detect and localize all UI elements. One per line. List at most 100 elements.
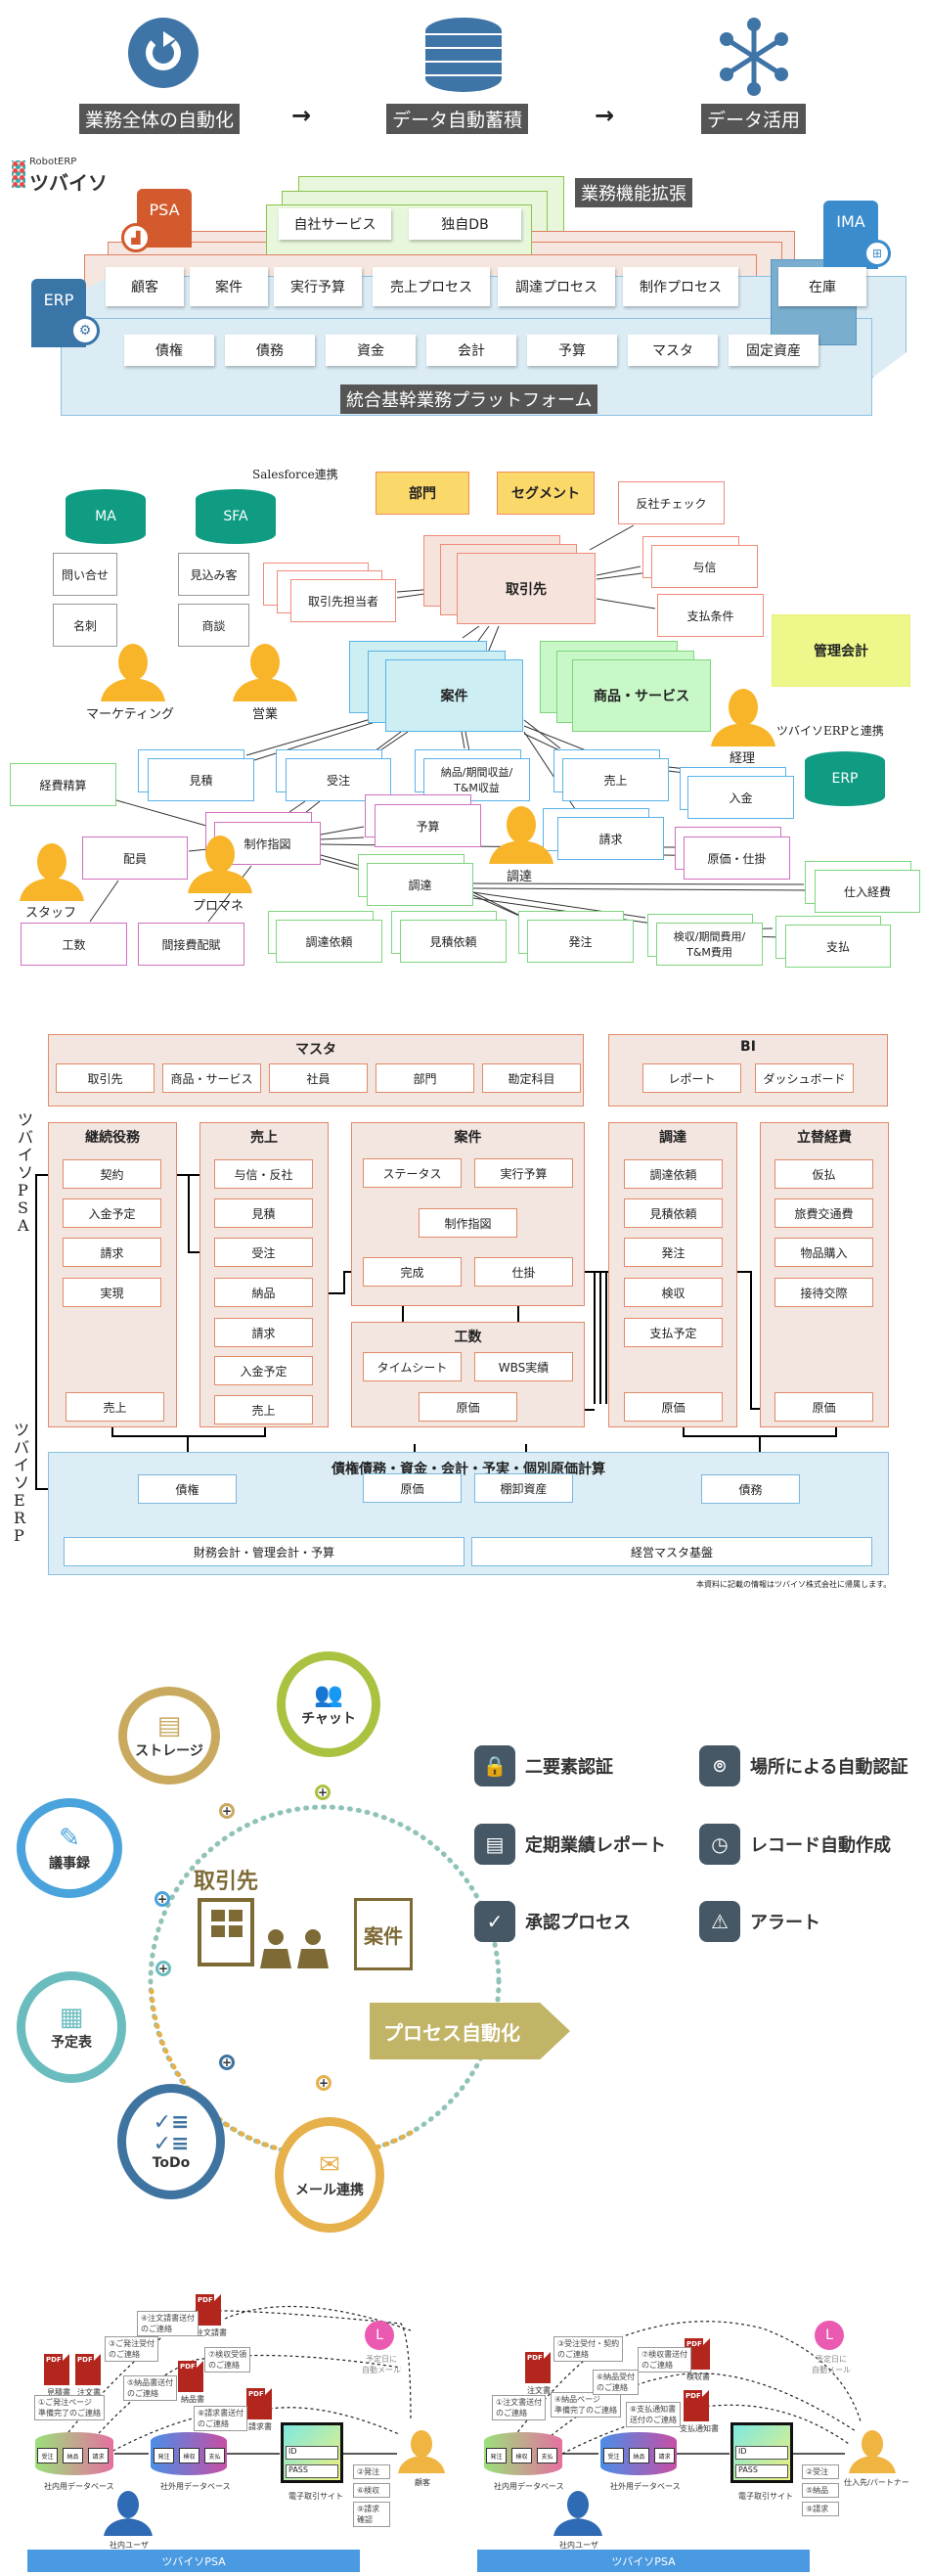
plus-icon[interactable]: + xyxy=(219,2055,235,2070)
procurement-inspection[interactable]: 検収 xyxy=(624,1278,723,1307)
erp-item-budget[interactable]: 予算 xyxy=(527,335,617,366)
erp-item-fixed-assets[interactable]: 固定資産 xyxy=(729,335,818,366)
dimension-department[interactable]: 部門 xyxy=(376,472,469,515)
hours-wbs[interactable]: WBS実績 xyxy=(474,1352,573,1381)
production-staffing[interactable]: 配員 xyxy=(82,836,188,880)
internal-db-payment[interactable]: 支払 xyxy=(537,2448,557,2463)
procurement-cost[interactable]: 原価 xyxy=(624,1392,723,1422)
internal-db-order[interactable]: 受注 xyxy=(37,2448,58,2463)
sales-delivery[interactable]: 納品 xyxy=(214,1278,313,1307)
hours-cost[interactable]: 原価 xyxy=(419,1392,517,1422)
master-item-accounts[interactable]: 勘定科目 xyxy=(482,1063,581,1093)
psa-item-production-process[interactable]: 制作プロセス xyxy=(623,267,738,306)
master-item-employees[interactable]: 社員 xyxy=(269,1063,368,1093)
master-item-department[interactable]: 部門 xyxy=(376,1063,474,1093)
overhead-allocation[interactable]: 間接費配賦 xyxy=(138,923,244,966)
plus-icon[interactable]: + xyxy=(155,1891,170,1907)
procurement-entity[interactable]: 調達 xyxy=(367,863,473,906)
client-credit[interactable]: 与信 xyxy=(651,545,758,588)
external-db-payment[interactable]: 支払 xyxy=(204,2448,225,2463)
sales-order[interactable]: 受注 xyxy=(214,1238,313,1267)
erp-item-funds[interactable]: 資金 xyxy=(326,335,416,366)
sales-invoice[interactable]: 請求 xyxy=(214,1318,313,1347)
sales-payment-schedule[interactable]: 入金予定 xyxy=(214,1356,313,1385)
ma-item-business-card[interactable]: 名刺 xyxy=(53,604,117,647)
project-wip[interactable]: 仕掛 xyxy=(474,1257,573,1287)
ima-item-inventory[interactable]: 在庫 xyxy=(778,267,866,306)
plus-icon[interactable]: + xyxy=(219,1803,235,1819)
erp-cost[interactable]: 原価 xyxy=(363,1473,462,1503)
sales-order[interactable]: 受注 xyxy=(286,758,391,801)
erp-item-accounting[interactable]: 会計 xyxy=(426,335,516,366)
external-db-inspection[interactable]: 検収 xyxy=(179,2448,199,2463)
psa-item-sales-process[interactable]: 売上プロセス xyxy=(373,267,490,306)
erp-item-payables[interactable]: 債務 xyxy=(225,335,315,366)
site-id-field[interactable]: ID xyxy=(286,2446,338,2460)
products-entity[interactable]: 商品・サービス xyxy=(572,659,711,732)
erp-financial-accounting[interactable]: 財務会計・管理会計・予算 xyxy=(64,1537,464,1566)
hours-timesheet[interactable]: タイムシート xyxy=(363,1352,462,1381)
dimension-segment[interactable]: セグメント xyxy=(497,472,595,515)
recurring-sales[interactable]: 売上 xyxy=(66,1392,164,1422)
client-entity[interactable]: 取引先 xyxy=(457,553,596,624)
plus-icon[interactable]: + xyxy=(316,2075,332,2091)
psa-item-budget[interactable]: 実行予算 xyxy=(274,267,362,306)
client-contact[interactable]: 取引先担当者 xyxy=(290,579,396,622)
psa-item-project[interactable]: 案件 xyxy=(190,267,268,306)
sales-estimate[interactable]: 見積 xyxy=(214,1198,313,1228)
bubble-mail[interactable]: ✉ メール連携 xyxy=(275,2117,384,2233)
bi-item-report[interactable]: レポート xyxy=(642,1063,741,1093)
external-db-order[interactable]: 受注 xyxy=(603,2448,624,2463)
project-budget[interactable]: 実行予算 xyxy=(474,1158,573,1188)
procurement-payment-schedule[interactable]: 支払予定 xyxy=(624,1318,723,1347)
site-pass-field[interactable]: PASS xyxy=(735,2464,788,2478)
project-entity[interactable]: 案件 xyxy=(385,659,523,732)
sales-invoice[interactable]: 請求 xyxy=(557,817,664,860)
recurring-realization[interactable]: 実現 xyxy=(63,1278,161,1307)
bubble-chat[interactable]: 👥 チャット xyxy=(277,1651,380,1757)
sfa-item-prospect[interactable]: 見込み客 xyxy=(178,553,249,596)
external-db-invoice[interactable]: 請求 xyxy=(654,2448,675,2463)
master-item-client[interactable]: 取引先 xyxy=(56,1063,155,1093)
bubble-calendar[interactable]: ▦ 予定表 xyxy=(17,1971,126,2083)
expense-cost[interactable]: 原価 xyxy=(774,1392,873,1422)
site-id-field[interactable]: ID xyxy=(735,2446,788,2460)
erp-receivables[interactable]: 債権 xyxy=(138,1474,237,1504)
bubble-minutes[interactable]: ✎ 議事録 xyxy=(17,1798,122,1898)
expense-travel[interactable]: 旅費交通費 xyxy=(774,1198,873,1228)
procurement-purchase-order[interactable]: 発注 xyxy=(527,920,634,963)
expense-entertainment[interactable]: 接待交際 xyxy=(774,1278,873,1307)
psa-item-customer[interactable]: 顧客 xyxy=(106,267,184,306)
production-cost-wip[interactable]: 原価・仕掛 xyxy=(684,836,790,880)
project-status[interactable]: ステータス xyxy=(363,1158,462,1188)
external-db-delivery[interactable]: 納品 xyxy=(629,2448,649,2463)
procurement-quote-request[interactable]: 見積依頼 xyxy=(624,1198,723,1228)
project-direction[interactable]: 制作指図 xyxy=(419,1208,517,1238)
production-budget[interactable]: 予算 xyxy=(375,804,481,847)
internal-db-po[interactable]: 発注 xyxy=(486,2448,507,2463)
client-payment-terms[interactable]: 支払条件 xyxy=(657,594,764,637)
procurement-purchase-order[interactable]: 発注 xyxy=(624,1238,723,1267)
internal-db-delivery[interactable]: 納品 xyxy=(63,2448,83,2463)
internal-db-inspection[interactable]: 検収 xyxy=(511,2448,532,2463)
sales-credit-check[interactable]: 与信・反社 xyxy=(214,1159,313,1189)
project-complete[interactable]: 完成 xyxy=(363,1257,462,1287)
sales-revenue[interactable]: 売上 xyxy=(214,1395,313,1424)
sales-revenue[interactable]: 売上 xyxy=(562,758,669,801)
ma-item-inquiry[interactable]: 問い合せ xyxy=(53,553,117,596)
bubble-todo[interactable]: ✓≡✓≡ ToDo xyxy=(117,2084,225,2199)
site-pass-field[interactable]: PASS xyxy=(286,2464,338,2478)
procurement-request[interactable]: 調達依頼 xyxy=(624,1159,723,1189)
management-accounting[interactable]: 管理会計 xyxy=(772,614,910,687)
procurement-payment[interactable]: 支払 xyxy=(785,925,891,968)
procurement-purchase-expense[interactable]: 仕入経費 xyxy=(815,870,920,913)
bubble-storage[interactable]: ▤ ストレージ xyxy=(118,1687,220,1785)
internal-db-invoice[interactable]: 請求 xyxy=(88,2448,109,2463)
external-db-po[interactable]: 発注 xyxy=(154,2448,174,2463)
master-item-products[interactable]: 商品・サービス xyxy=(162,1063,261,1093)
erp-item-receivables[interactable]: 債権 xyxy=(124,335,214,366)
bi-item-dashboard[interactable]: ダッシュボード xyxy=(755,1063,854,1093)
procurement-request[interactable]: 調達依頼 xyxy=(276,920,382,963)
recurring-contract[interactable]: 契約 xyxy=(63,1159,161,1189)
recurring-payment-schedule[interactable]: 入金予定 xyxy=(63,1198,161,1228)
